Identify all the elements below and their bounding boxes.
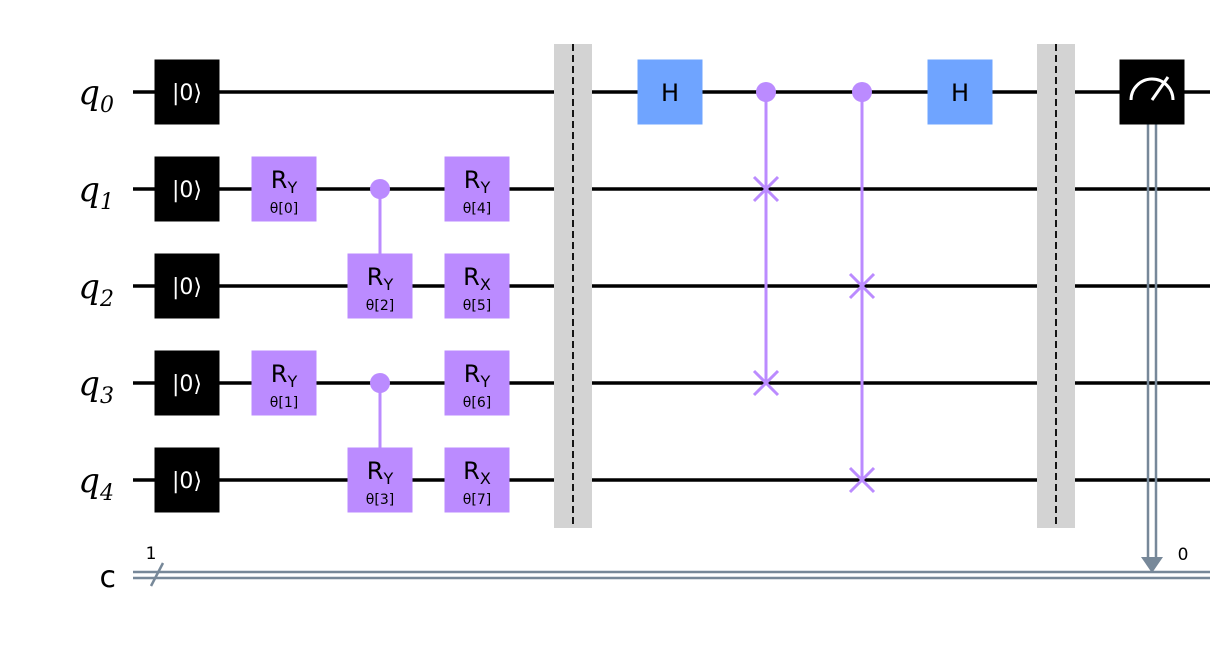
qubit-label: q2 xyxy=(78,267,114,312)
reset-gate xyxy=(154,447,220,513)
rotation-gate-axis: Y xyxy=(382,275,393,294)
qubit-label-name: q xyxy=(78,267,100,307)
rotation-gate-axis: X xyxy=(480,275,491,294)
rotation-gate xyxy=(444,350,510,416)
qubit-label-index: 1 xyxy=(100,190,114,215)
reset-gate xyxy=(154,253,220,319)
qubit-label-name: q xyxy=(78,364,100,404)
rotation-gate xyxy=(347,447,413,513)
rotation-gate xyxy=(444,156,510,222)
rotation-gate-name: RY xyxy=(464,166,491,197)
measure-arrow-icon xyxy=(1141,557,1163,573)
rotation-gate-param: θ[0] xyxy=(270,201,298,217)
rotation-gate-letter: R xyxy=(367,457,384,485)
rotation-gate-name: RY xyxy=(271,360,298,391)
qubit-label-name: q xyxy=(78,170,100,210)
reset-gate xyxy=(154,59,220,125)
rotation-gate xyxy=(251,156,317,222)
rotation-gate-axis: Y xyxy=(479,178,490,197)
reset-gate-label: |0⟩ xyxy=(172,275,202,300)
qubit-label: q4 xyxy=(78,461,114,506)
rotation-gate-letter: R xyxy=(271,360,288,388)
rotation-gate-name: RX xyxy=(463,457,491,488)
classical-bit-label: 0 xyxy=(1178,545,1189,565)
rotation-gate-name: RY xyxy=(367,457,394,488)
reset-gate-label: |0⟩ xyxy=(172,81,202,106)
reset-gate-label: |0⟩ xyxy=(172,372,202,397)
qubit-label-index: 4 xyxy=(99,481,114,506)
rotation-gate-letter: R xyxy=(463,263,480,291)
rotation-gate-param: θ[4] xyxy=(463,201,491,217)
gates-layer: |0⟩|0⟩|0⟩|0⟩|0⟩RYθ[0]RYθ[1]RYθ[2]RYθ[3]R… xyxy=(154,59,1185,513)
qubit-label-index: 2 xyxy=(99,287,114,312)
rotation-gate-axis: Y xyxy=(382,469,393,488)
rotation-gate-letter: R xyxy=(367,263,384,291)
rotation-gate-name: RY xyxy=(271,166,298,197)
swap-cross-icon xyxy=(848,272,876,300)
rotation-gate xyxy=(347,253,413,319)
rotation-gate xyxy=(444,447,510,513)
control-dot xyxy=(852,82,872,102)
meter-icon xyxy=(1129,76,1175,101)
rotation-gate-param: θ[3] xyxy=(366,492,394,508)
rotation-gate-name: RY xyxy=(367,263,394,294)
control-dot xyxy=(370,179,390,199)
rotation-gate-param: θ[5] xyxy=(463,298,491,314)
rotation-gate-axis: Y xyxy=(286,178,297,197)
register-width-label: 1 xyxy=(146,544,157,564)
qubit-label-name: q xyxy=(78,461,100,501)
rotation-gate-param: θ[7] xyxy=(463,492,491,508)
qubit-label: q3 xyxy=(78,364,114,409)
rotation-gate-letter: R xyxy=(464,360,481,388)
reset-gate xyxy=(154,156,220,222)
reset-gate-label: |0⟩ xyxy=(172,469,202,494)
swap-cross-icon xyxy=(848,466,876,494)
reset-gate-label: |0⟩ xyxy=(172,178,202,203)
rotation-gate-axis: X xyxy=(480,469,491,488)
measure-gate xyxy=(1119,59,1185,125)
rotation-gate-name: RX xyxy=(463,263,491,294)
hadamard-gate xyxy=(637,59,703,125)
rotation-gate-axis: Y xyxy=(286,372,297,391)
classical-register-label: c xyxy=(100,560,117,595)
qubit-label-name: q xyxy=(78,73,100,113)
rotation-gate-param: θ[2] xyxy=(366,298,394,314)
rotation-gate-name: RY xyxy=(464,360,491,391)
rotation-gate-param: θ[1] xyxy=(270,395,298,411)
rotation-gate-param: θ[6] xyxy=(463,395,491,411)
rotation-gate xyxy=(251,350,317,416)
control-dot xyxy=(370,373,390,393)
rotation-gate-letter: R xyxy=(463,457,480,485)
reset-gate xyxy=(154,350,220,416)
qubit-label-index: 0 xyxy=(100,93,114,118)
swap-cross-icon xyxy=(752,369,780,397)
hadamard-gate xyxy=(927,59,993,125)
swap-cross-icon xyxy=(752,175,780,203)
rotation-gate-letter: R xyxy=(271,166,288,194)
qubit-label: q0 xyxy=(78,73,114,118)
hadamard-gate-label: H xyxy=(661,79,679,107)
rotation-gate-axis: Y xyxy=(479,372,490,391)
qubit-label-index: 3 xyxy=(100,384,114,409)
control-dot xyxy=(756,82,776,102)
rotation-gate xyxy=(444,253,510,319)
rotation-gate-letter: R xyxy=(464,166,481,194)
hadamard-gate-label: H xyxy=(951,79,969,107)
qubit-label: q1 xyxy=(78,170,114,215)
barriers-layer xyxy=(554,44,1075,528)
register-width-slash xyxy=(149,562,165,587)
